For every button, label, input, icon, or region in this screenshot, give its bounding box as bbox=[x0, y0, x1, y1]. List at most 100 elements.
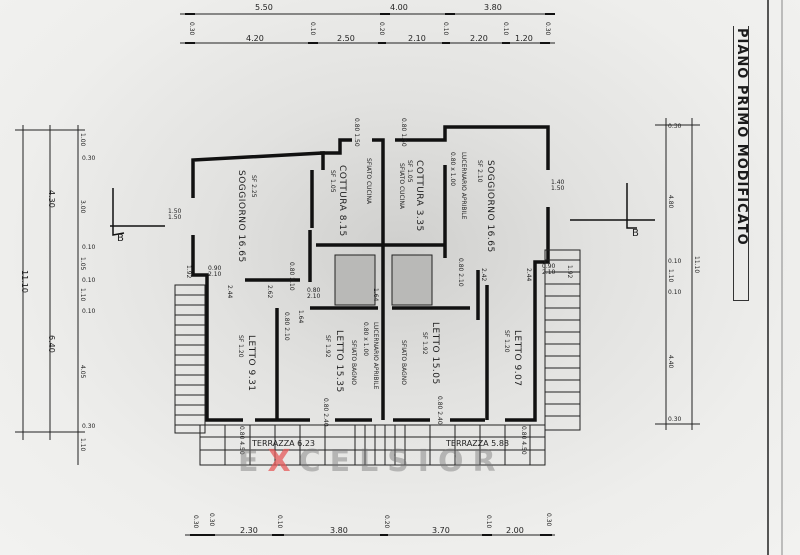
dim-left-mid: 6.40 bbox=[47, 335, 56, 353]
room-label: SFIATO CUCINA bbox=[398, 163, 405, 210]
dim-top-overall-3: 3.80 bbox=[484, 3, 502, 12]
section-marker-left: B bbox=[117, 233, 124, 244]
dim-bottom: 3.70 bbox=[432, 526, 450, 535]
terrace-label: TERRAZZA 6.23 bbox=[252, 439, 315, 448]
dim-bottom: 0.30 bbox=[545, 513, 552, 527]
dim-bottom: 0.30 bbox=[192, 515, 199, 529]
room-label: SOGGIORNO 16.65 bbox=[236, 170, 246, 263]
dim-left-detail: 0.30 bbox=[82, 155, 96, 162]
dim-top-detail: 4.20 bbox=[246, 34, 264, 43]
dim-bottom: 0.10 bbox=[276, 515, 283, 529]
dim-top-overall-2: 4.00 bbox=[390, 3, 408, 12]
dim-bottom: 0.30 bbox=[208, 513, 215, 527]
room-label: COTTURA 8.15 bbox=[337, 165, 347, 237]
drawing-title: PIANO PRIMO MODIFICATO bbox=[733, 26, 749, 301]
room-sf: 0.80 x 1.00 bbox=[362, 322, 369, 357]
small-dim-label: 2.44 bbox=[226, 285, 233, 299]
window-label: 0.80 1.50 bbox=[400, 118, 407, 147]
room-label: LUCERNARIO APRIBILE bbox=[460, 152, 467, 220]
section-marker-right: B bbox=[632, 228, 639, 239]
dimension-lines bbox=[15, 0, 783, 555]
room-label: LETTO 15.35 bbox=[334, 330, 344, 393]
dim-bottom: 3.80 bbox=[330, 526, 348, 535]
door-label: 0.80 2.40 bbox=[322, 398, 329, 427]
dim-right-detail: 0.30 bbox=[668, 123, 682, 130]
room-sf: SF 1.05 bbox=[406, 160, 413, 183]
small-dim-label: 1.64 bbox=[372, 288, 379, 302]
small-dim-label: 2.42 bbox=[480, 268, 487, 282]
dim-right-detail: 4.40 bbox=[667, 355, 674, 369]
dim-left-detail: 1.00 bbox=[79, 133, 86, 147]
dim-left-detail: 0.10 bbox=[82, 308, 96, 315]
dim-top-overall-1: 5.50 bbox=[255, 3, 273, 12]
dim-right-detail: 0.10 bbox=[668, 289, 682, 296]
dim-left-total: 11.10 bbox=[20, 270, 29, 293]
room-sf: SF 2.25 bbox=[250, 175, 257, 198]
dim-top-detail: 0.20 bbox=[378, 22, 385, 36]
section-markers bbox=[110, 183, 655, 236]
small-dim-label: 2.44 bbox=[525, 268, 532, 282]
dim-left-detail: 1.10 bbox=[79, 438, 86, 452]
tick-marks bbox=[185, 13, 555, 536]
dim-bottom: 0.20 bbox=[383, 515, 390, 529]
room-sf: SF 1.20 bbox=[503, 330, 510, 353]
room-sf: 0.80 x 1.00 bbox=[449, 152, 456, 187]
room-label: SFIATO CUCINA bbox=[365, 158, 372, 205]
small-dim-label: 1.92 bbox=[185, 265, 192, 279]
dim-top-detail: 0.30 bbox=[188, 22, 195, 36]
dim-left-detail: 0.10 bbox=[82, 277, 96, 284]
room-sf: SF 1.92 bbox=[421, 332, 428, 355]
room-sf: SF 1.20 bbox=[237, 335, 244, 358]
excelsior-watermark-logo: EXCELSIOR bbox=[238, 444, 505, 479]
dim-top-detail: 1.20 bbox=[515, 34, 533, 43]
door-label: 0.80 4.50 bbox=[238, 426, 245, 455]
stairs-and-terraces bbox=[174, 249, 581, 466]
dim-top-detail: 2.50 bbox=[337, 34, 355, 43]
dim-top-detail: 0.10 bbox=[442, 22, 449, 36]
window-label: 0.80 1.50 bbox=[353, 118, 360, 147]
dim-top-detail: 2.20 bbox=[470, 34, 488, 43]
dim-top-detail: 0.30 bbox=[544, 22, 551, 36]
room-label: LETTO 15.05 bbox=[430, 322, 440, 385]
door-label: 0.80 2.40 bbox=[436, 396, 443, 425]
room-label: LETTO 9.07 bbox=[512, 330, 522, 387]
terrace-label: TERRAZZA 5.88 bbox=[446, 439, 509, 448]
small-dim-label: 2.62 bbox=[266, 285, 273, 299]
room-label: COTTURA 3.35 bbox=[414, 160, 424, 232]
door-label: 0.80 2.10 bbox=[457, 258, 464, 287]
room-label: LETTO 9.31 bbox=[246, 335, 256, 392]
door-label: 0.80 2.10 bbox=[288, 262, 295, 291]
door-label: 0.80 2.10 bbox=[283, 312, 290, 341]
dim-right-detail: 1.10 bbox=[667, 269, 674, 283]
room-sf: SF 1.05 bbox=[329, 170, 336, 193]
dim-bottom: 2.30 bbox=[240, 526, 258, 535]
dim-right-detail: 0.10 bbox=[668, 258, 682, 265]
room-sf: SF 1.92 bbox=[324, 335, 331, 358]
dim-right-detail: 4.80 bbox=[667, 195, 674, 209]
walls bbox=[191, 125, 550, 422]
dim-left-detail: 0.30 bbox=[82, 423, 96, 430]
dim-bottom: 2.00 bbox=[506, 526, 524, 535]
dim-right-total: 11.10 bbox=[693, 256, 700, 274]
dim-left-detail: 3.00 bbox=[79, 200, 86, 214]
dim-top-detail: 2.10 bbox=[408, 34, 426, 43]
dim-left-detail: 1.05 bbox=[79, 257, 86, 271]
room-label: LUCERNARIO APRIBILE bbox=[372, 322, 379, 390]
room-sf: SF 2.10 bbox=[476, 160, 483, 183]
dim-top-detail: 0.10 bbox=[309, 22, 316, 36]
door-label: 0.80 4.50 bbox=[520, 426, 527, 455]
room-label: SFIATO BAGNO bbox=[350, 340, 357, 385]
dim-left-detail: 0.10 bbox=[82, 244, 96, 251]
small-dim-label: 1.92 bbox=[566, 265, 573, 279]
dim-left-detail: 1.10 bbox=[79, 288, 86, 302]
dim-top-detail: 0.10 bbox=[502, 22, 509, 36]
small-dim-label: 1.64 bbox=[297, 310, 304, 324]
dim-left-detail: 4.05 bbox=[79, 365, 86, 379]
